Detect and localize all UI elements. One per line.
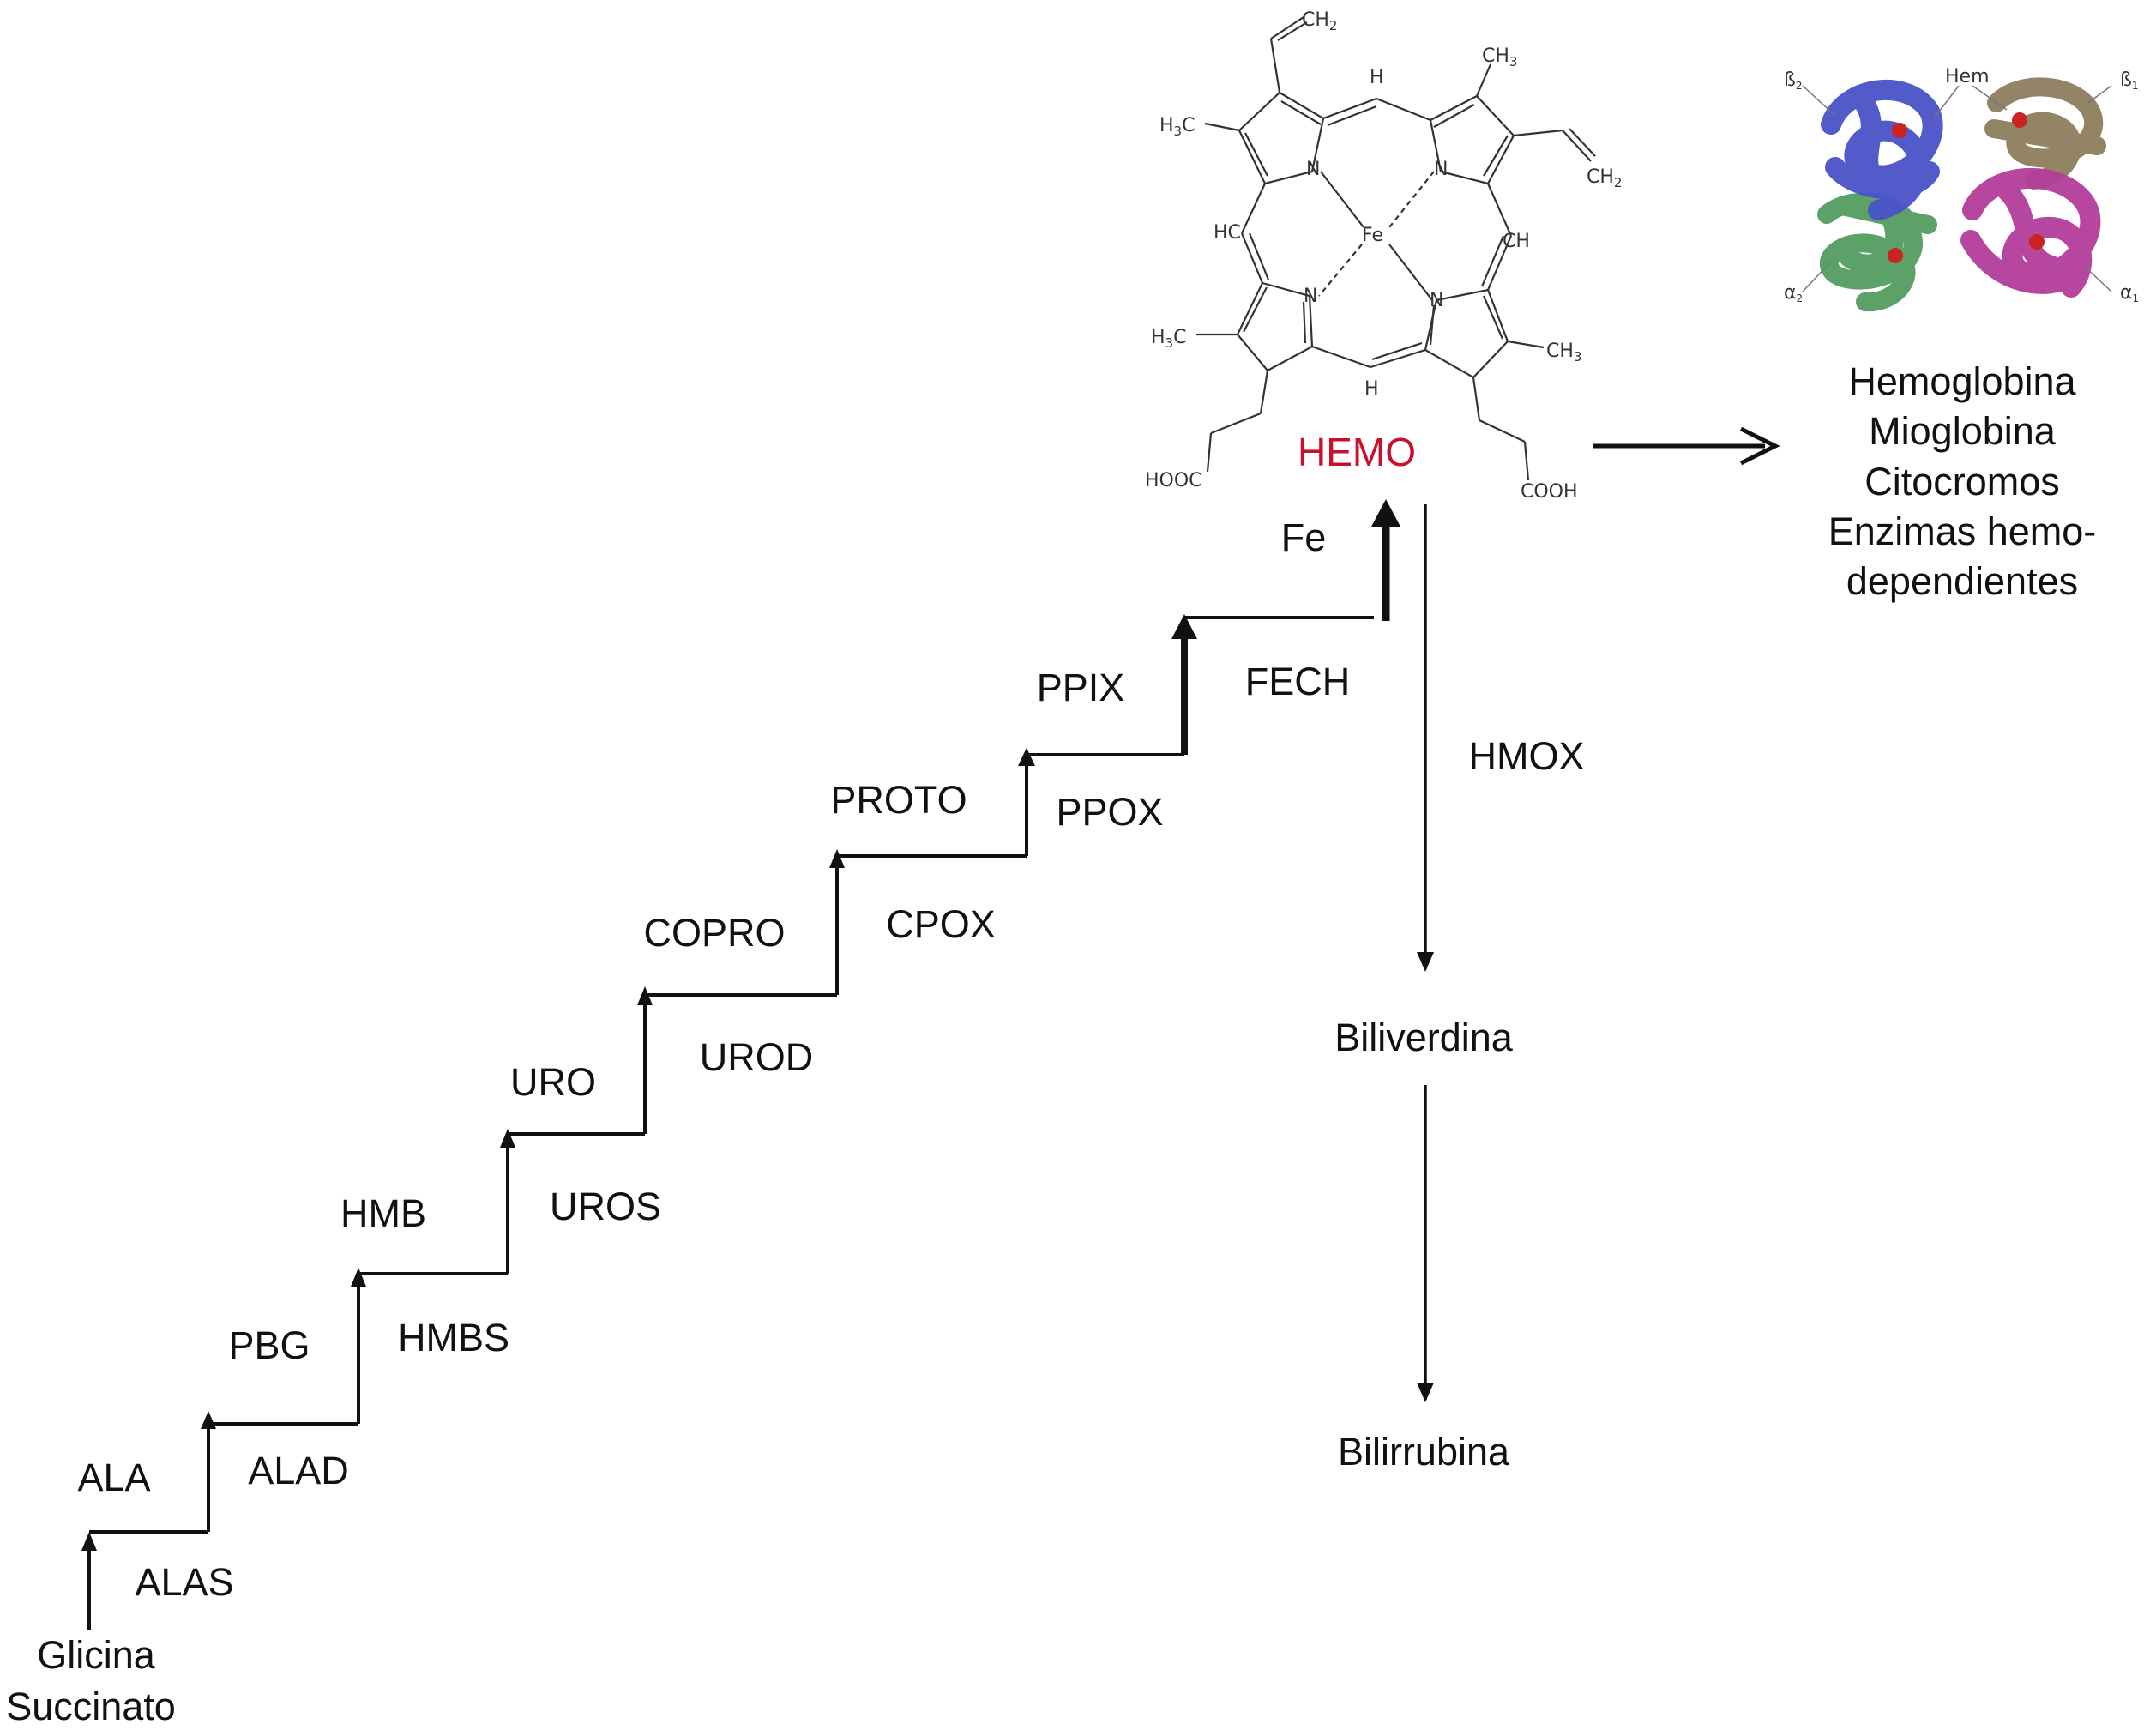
arrowhead-uro [500, 1129, 515, 1148]
intermediate-uro: URO [510, 1060, 596, 1104]
product-citocromos: Citocromos [1864, 460, 2060, 503]
arrowhead-hmb [351, 1268, 366, 1287]
heme-to-biliverdina-arrowhead [1417, 952, 1434, 972]
enzyme-alad: ALAD [248, 1449, 349, 1492]
atom-h-bottom-label: H [1364, 378, 1379, 400]
label-alpha2: α2 [1784, 282, 1803, 304]
product-enzimas-hemo: Enzimas hemo- [1828, 509, 2097, 553]
hemoglobin-image: ß2 ß1 α2 α1 Hem [1784, 66, 2139, 312]
subunit-beta2 [1821, 79, 1943, 220]
label-beta2: ß2 [1784, 69, 1803, 92]
enzyme-uros: UROS [550, 1184, 661, 1228]
atom-n-top-left: N [1306, 159, 1320, 180]
product-hemoglobina: Hemoglobina [1848, 359, 2076, 403]
heme-to-products-arrowhead [1739, 426, 1780, 466]
pyrrole-ring-top-right [1429, 94, 1515, 185]
label-beta1: ß1 [2120, 69, 2139, 92]
atom-hooc-label: HOOC [1145, 470, 1202, 491]
enzyme-fech: FECH [1245, 660, 1351, 703]
arrowhead-fech [1171, 614, 1197, 639]
heme-structure: CH2 CH3 H3C H CH2 HC CH H3C CH3 H HOOC C… [1145, 9, 1622, 503]
product-dependientes: dependientes [1846, 559, 2078, 603]
meso-bridges [1240, 97, 1513, 369]
pyrrole-ring-bottom-left [1236, 281, 1314, 372]
arrowhead-ppix [1018, 748, 1035, 766]
staircase [87, 527, 1390, 1630]
atom-ch2-top-label: CH2 [1302, 9, 1337, 33]
heme-group-1 [1892, 123, 1907, 138]
atom-cooh-label: COOH [1521, 481, 1578, 503]
heme-group-3 [1888, 248, 1903, 263]
intermediate-hmb: HMB [340, 1191, 426, 1235]
pyrrole-ring-top-left [1238, 91, 1325, 185]
heme-group-4 [2029, 234, 2045, 250]
atom-h3c-top-label: H3C [1159, 115, 1195, 139]
staircase-arrowheads [81, 499, 1400, 1551]
iron-input-label: Fe [1281, 515, 1327, 559]
hemoglobin-leader-lines [1802, 85, 2112, 292]
subunit-alpha1 [1960, 167, 2101, 298]
subunit-beta1 [1984, 77, 2106, 190]
arrowhead-pbg [201, 1411, 216, 1429]
product-bilirrubina: Bilirrubina [1338, 1430, 1510, 1474]
intermediate-ppix: PPIX [1037, 666, 1125, 709]
substrate-glicina: Glicina [37, 1633, 156, 1677]
product-mioglobina: Mioglobina [1869, 409, 2057, 453]
enzyme-hmox: HMOX [1469, 734, 1585, 778]
arrowhead-hemo [1371, 499, 1400, 527]
iron-coordination [1318, 171, 1435, 301]
heme-groups [1888, 112, 2045, 263]
atom-ch-right-label: CH [1503, 231, 1530, 252]
label-alpha1: α1 [2120, 282, 2139, 304]
enzyme-alas: ALAS [135, 1560, 233, 1604]
enzyme-urod: UROD [700, 1035, 814, 1079]
biliverdina-to-bilirrubina-arrowhead [1417, 1383, 1434, 1402]
atom-ch2-right-label: CH2 [1587, 166, 1622, 190]
intermediate-pbg: PBG [228, 1323, 310, 1367]
arrowhead-ala [81, 1532, 97, 1551]
arrowhead-copro [637, 986, 653, 1005]
product-biliverdina: Biliverdina [1334, 1016, 1514, 1059]
heme-name-label: HEMO [1298, 430, 1416, 474]
intermediate-copro: COPRO [643, 911, 785, 955]
enzyme-hmbs: HMBS [398, 1316, 509, 1359]
enzyme-cpox: CPOX [886, 902, 996, 946]
pyrrole-ring-bottom-right [1424, 288, 1509, 379]
atom-n-bottom-left: N [1304, 286, 1317, 307]
intermediate-ala: ALA [77, 1456, 150, 1499]
atom-hc-left-label: HC [1214, 222, 1241, 244]
atom-n-top-right: N [1434, 159, 1448, 180]
atom-fe-center: Fe [1362, 225, 1383, 246]
atom-h3c-bottom-label: H3C [1151, 327, 1186, 351]
enzyme-ppox: PPOX [1056, 790, 1163, 834]
intermediate-proto: PROTO [830, 778, 967, 822]
heme-group-2 [2012, 112, 2027, 128]
atom-n-bottom-right: N [1430, 290, 1443, 311]
arrowhead-proto [829, 849, 845, 868]
atom-ch3-bottom-label: CH3 [1546, 341, 1581, 365]
label-hem: Hem [1945, 66, 1990, 87]
atom-ch3-top-label: CH3 [1482, 45, 1517, 69]
atom-h-top-label: H [1370, 67, 1384, 88]
substrate-succinato: Succinato [6, 1685, 176, 1728]
substituent-bonds [1196, 16, 1596, 481]
